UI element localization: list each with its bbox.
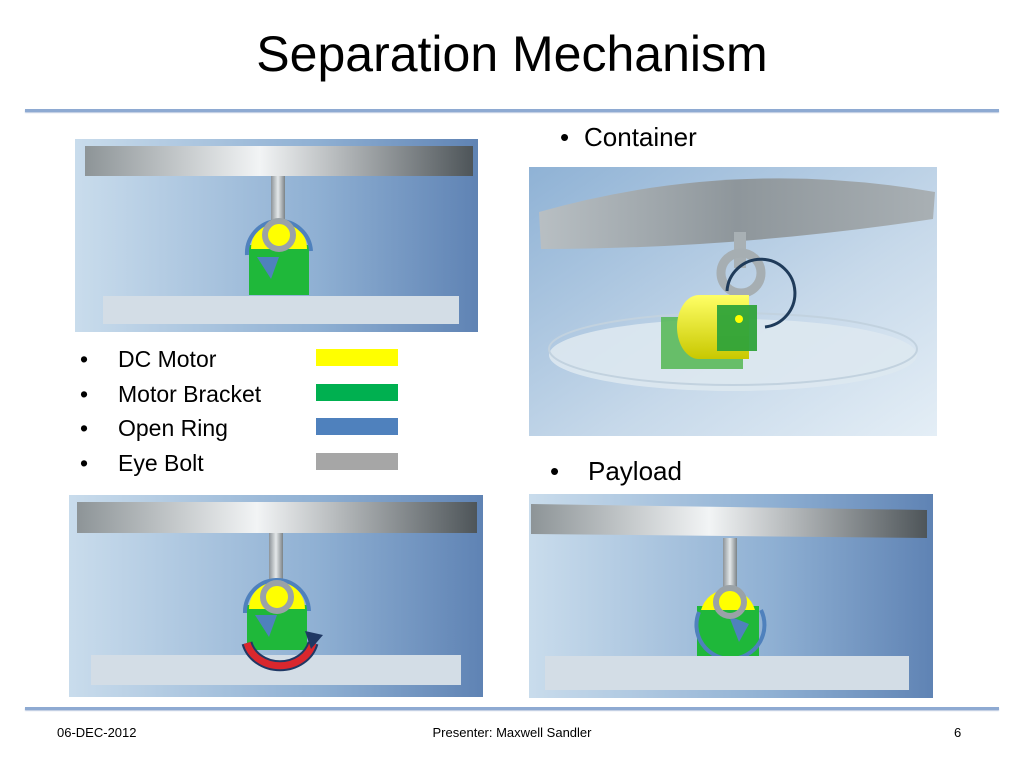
- legend-item-dc-motor: • DC Motor: [80, 344, 410, 379]
- bullet-dot: •: [550, 456, 560, 486]
- render-isometric: [529, 167, 937, 436]
- render-front-closed: [75, 139, 478, 332]
- legend-swatch: [316, 452, 398, 470]
- bullet-payload-label: Payload: [588, 456, 682, 486]
- footer-page-number: 6: [954, 725, 962, 740]
- footer-date: 06-DEC-2012: [57, 725, 137, 740]
- legend-label: Motor Bracket: [118, 380, 262, 407]
- legend-label: Open Ring: [118, 415, 228, 441]
- legend-item-eye-bolt: • Eye Bolt: [80, 448, 410, 483]
- legend-swatch: [316, 383, 398, 401]
- bullet-container-label: Container: [584, 122, 697, 152]
- legend-label: DC Motor: [118, 346, 217, 372]
- bullet-dot: •: [80, 449, 89, 476]
- legend-item-open-ring: • Open Ring: [80, 413, 410, 448]
- legend-label: Eye Bolt: [118, 449, 204, 476]
- render-front-rotating: [69, 495, 483, 697]
- bullet-container: • Container: [560, 122, 697, 152]
- bullet-dot: •: [80, 415, 89, 441]
- title-divider: [25, 109, 999, 112]
- slide-title: Separation Mechanism: [256, 26, 768, 82]
- legend-swatch: [316, 418, 398, 435]
- color-legend: • DC Motor • Motor Bracket • Open Ring •…: [80, 344, 410, 482]
- bullet-dot: •: [80, 346, 89, 372]
- bullet-dot: •: [560, 122, 570, 152]
- footer-presenter: Presenter: Maxwell Sandler: [432, 725, 592, 740]
- bullet-dot: •: [80, 380, 89, 407]
- footer-divider: [25, 707, 999, 710]
- render-front-released: [529, 494, 933, 698]
- legend-item-motor-bracket: • Motor Bracket: [80, 379, 410, 414]
- bullet-payload: • Payload: [550, 456, 682, 486]
- legend-swatch: [316, 349, 398, 366]
